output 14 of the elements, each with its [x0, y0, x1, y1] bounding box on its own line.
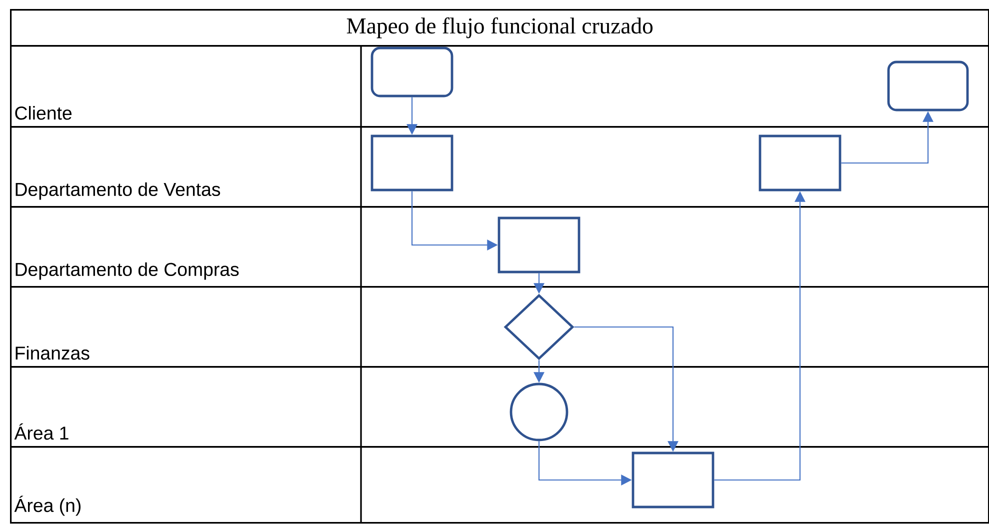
rounded-box: [370, 46, 454, 98]
lane-row: Departamento de Ventas: [10, 126, 989, 208]
process-box: [758, 134, 842, 192]
lane-row: Área (n): [10, 446, 989, 524]
process-box: [370, 134, 454, 192]
circle-node: [510, 382, 568, 442]
lane-row: Cliente: [10, 45, 989, 128]
process-box: [498, 216, 580, 274]
title-cell: Mapeo de flujo funcional cruzado: [10, 9, 989, 47]
lane-row: Finanzas: [10, 286, 989, 368]
lane-row: Área 1: [10, 366, 989, 448]
lane-row: Departamento de Compras: [10, 206, 989, 288]
process-box: [632, 452, 714, 508]
rounded-box: [887, 60, 969, 112]
